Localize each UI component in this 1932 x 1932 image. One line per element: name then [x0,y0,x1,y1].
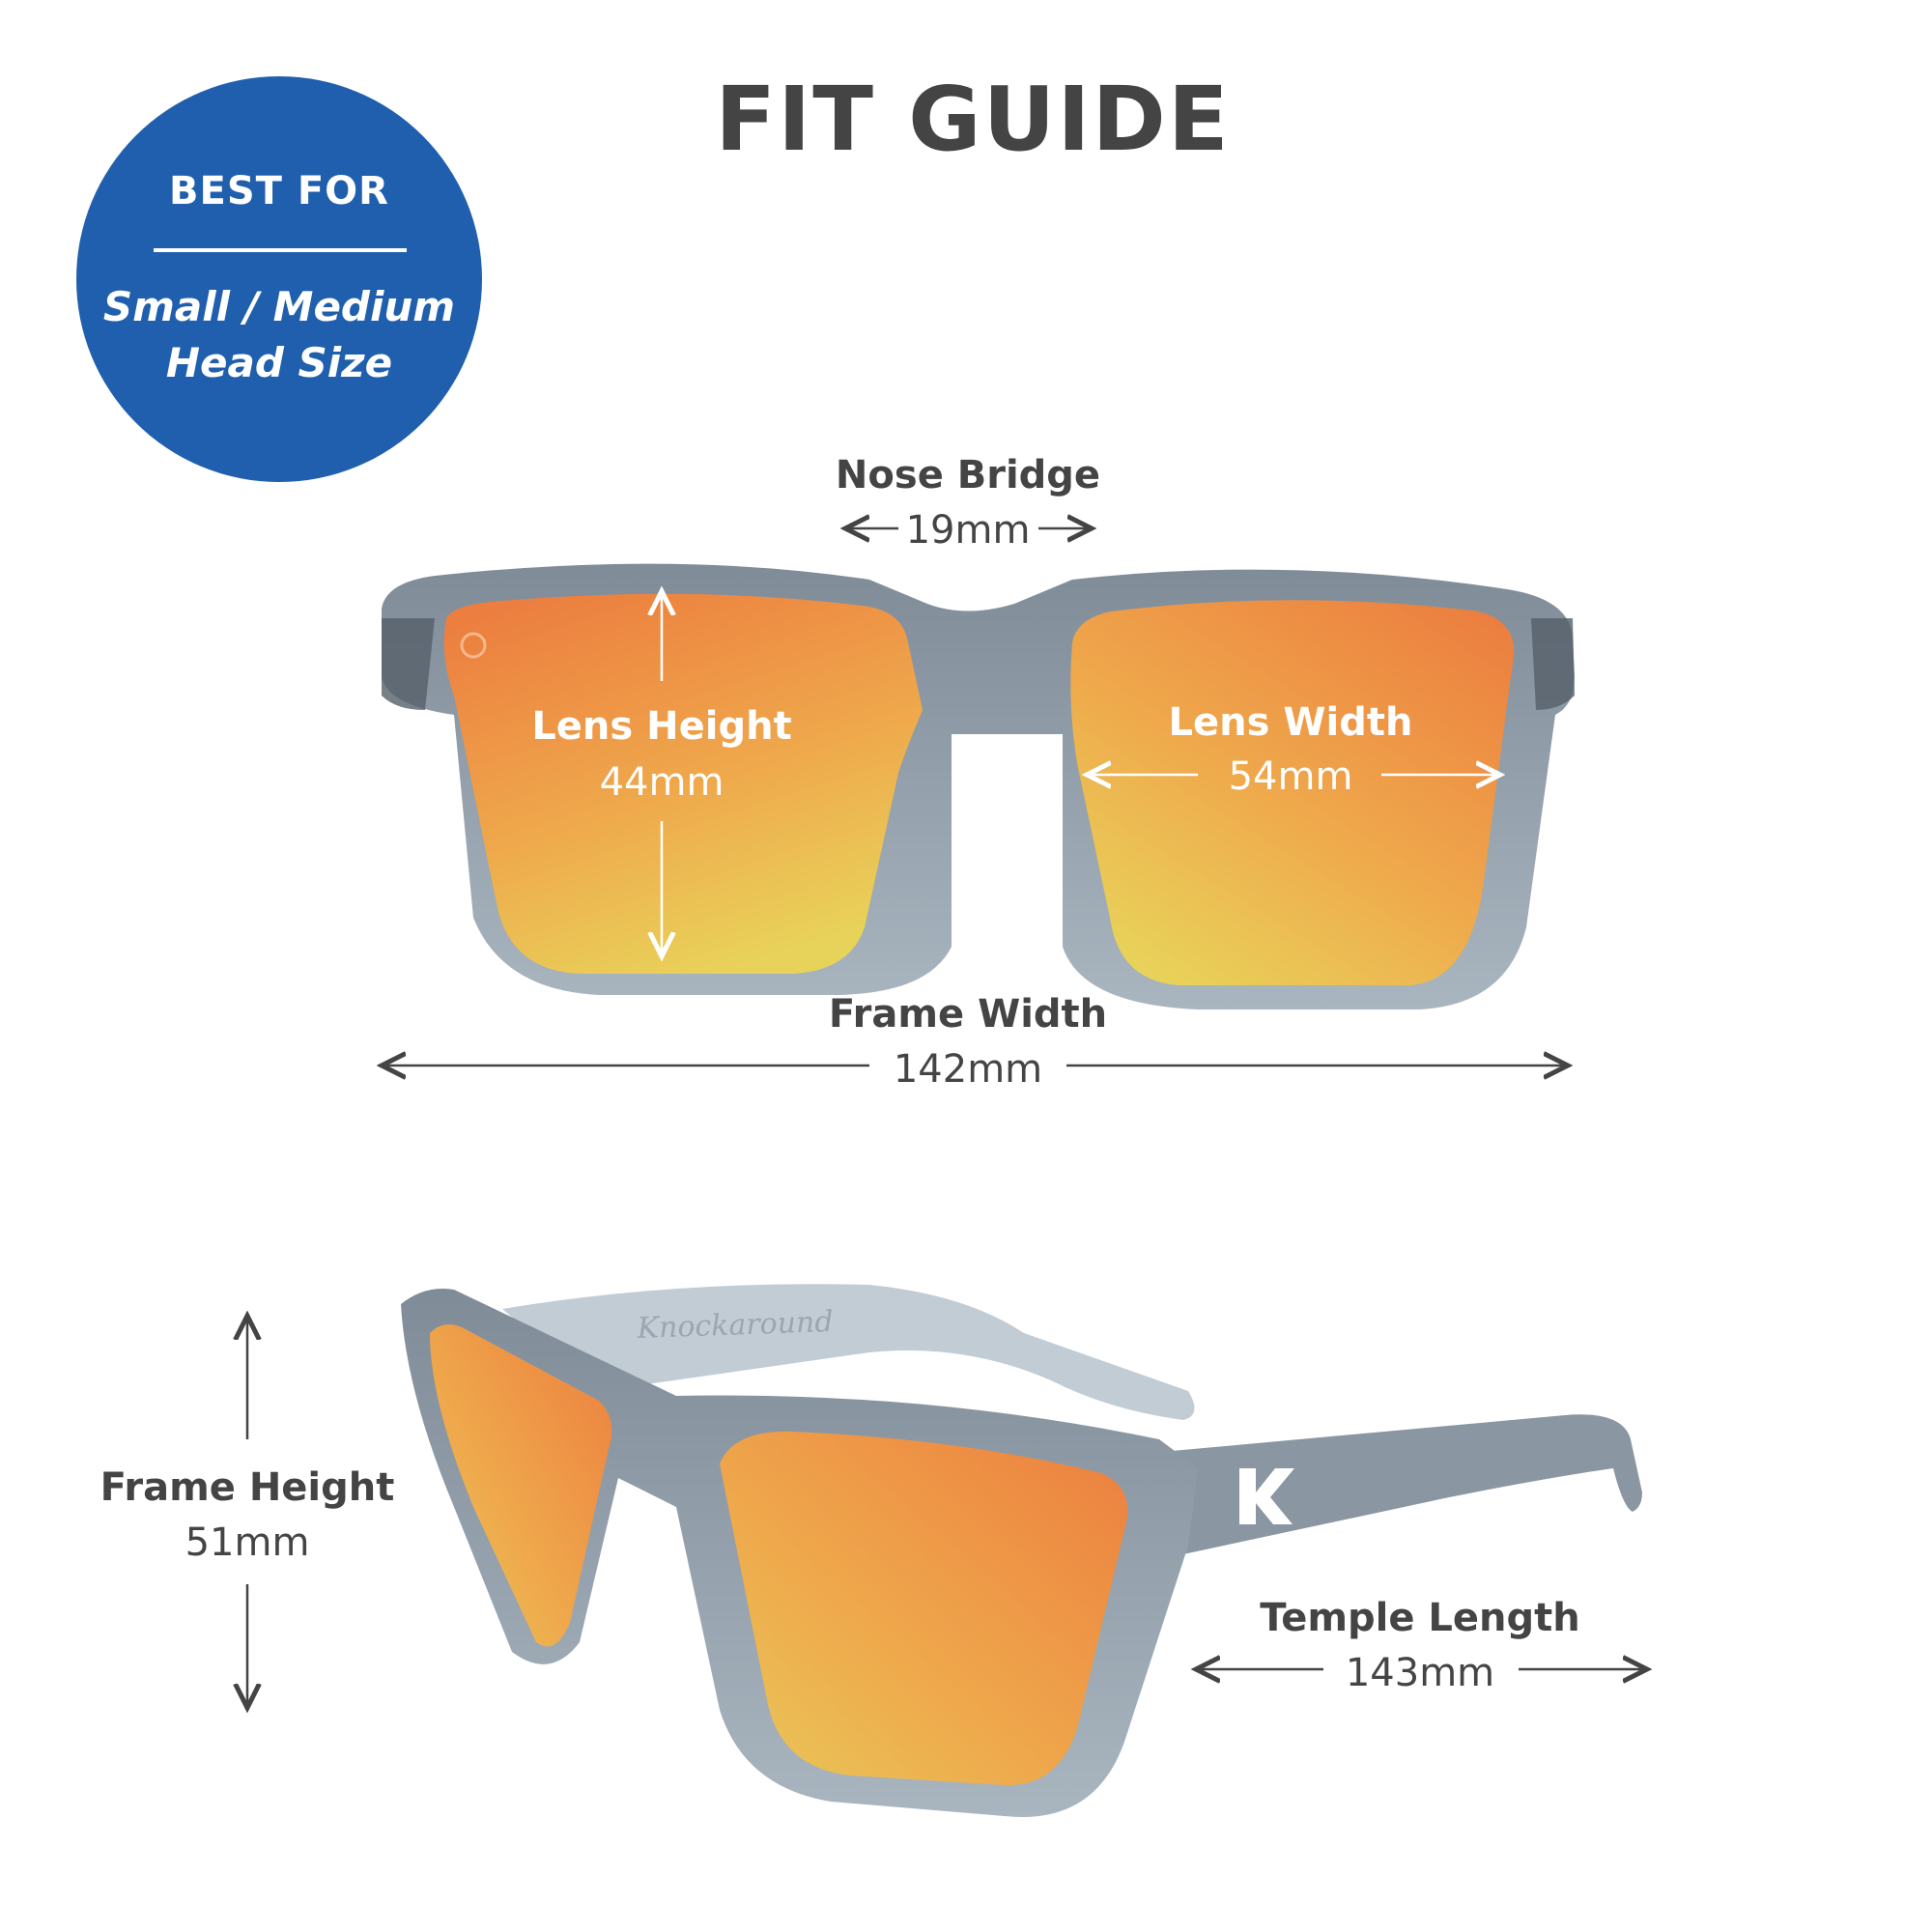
frame-height-value: 51mm [185,1520,310,1565]
frame-width-value: 142mm [893,1047,1043,1092]
badge-heading: BEST FOR [169,169,389,213]
side-near-lens [720,1431,1128,1786]
page-title: FIT GUIDE [715,68,1231,171]
side-far-lens [430,1324,612,1647]
far-temple [502,1284,1195,1420]
frame-width-label: Frame Width [828,992,1108,1037]
badge-subtitle: Small / Medium Head Size [76,279,482,391]
nose-gap [952,734,1063,956]
lens-width-label: Lens Width [1168,700,1413,745]
temple-length-label: Temple Length [1260,1596,1580,1640]
near-temple [1140,1414,1642,1555]
k-brand-logo-icon [1239,1468,1294,1524]
lens-width-value: 54mm [1228,754,1353,799]
temple-length-value: 143mm [1345,1651,1495,1695]
right-hinge [1531,618,1575,710]
side-frame [401,1284,1642,1817]
left-lens [443,593,923,974]
badge-line-2: Head Size [165,339,393,386]
temple-brand-text: Knockaround [636,1305,834,1346]
badge-divider [154,248,407,252]
left-hinge [382,618,435,710]
front-frame [382,563,1575,1009]
nose-bridge-value: 19mm [905,508,1031,553]
nose-bridge-label: Nose Bridge [835,453,1101,497]
badge-line-1: Small / Medium [102,283,456,330]
frame-height-label: Frame Height [99,1465,395,1510]
lens-height-value: 44mm [599,760,724,805]
lens-height-label: Lens Height [531,704,792,749]
right-lens [1070,600,1515,985]
best-for-badge: BEST FOR Small / Medium Head Size [76,76,482,482]
k-logo-icon [460,632,487,659]
